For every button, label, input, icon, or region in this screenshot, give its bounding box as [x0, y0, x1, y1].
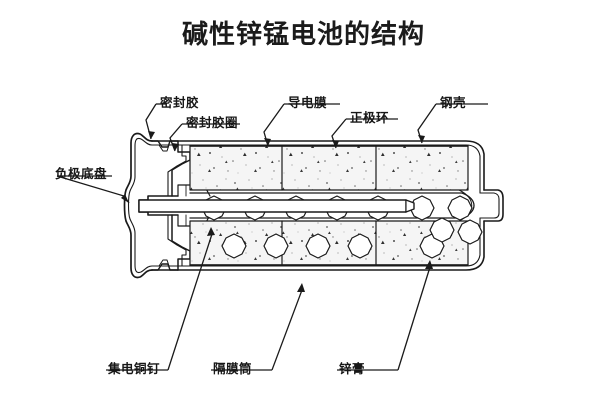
- label-copper-nail: 集电铜钉: [108, 361, 161, 376]
- page-title: 碱性锌锰电池的结构: [181, 20, 425, 50]
- label-sealing-glue: 密封胶: [160, 95, 200, 110]
- label-positive-ring: 正极环: [350, 110, 390, 125]
- label-conductive-film: 导电膜: [288, 95, 328, 110]
- label-steel-shell: 钢壳: [440, 95, 467, 110]
- positive-electrode-ring-top: [189, 145, 469, 191]
- leader-lines: [56, 103, 488, 371]
- label-zinc-paste: 锌膏: [339, 361, 366, 376]
- label-separator-tube: 隔膜筒: [213, 361, 253, 376]
- label-negative-baseplate: 负极底盘: [55, 166, 108, 181]
- copper-nail-collector: [138, 199, 415, 213]
- steel-shell-outline: [151, 140, 504, 271]
- label-sealing-ring: 密封胶圈: [186, 115, 239, 130]
